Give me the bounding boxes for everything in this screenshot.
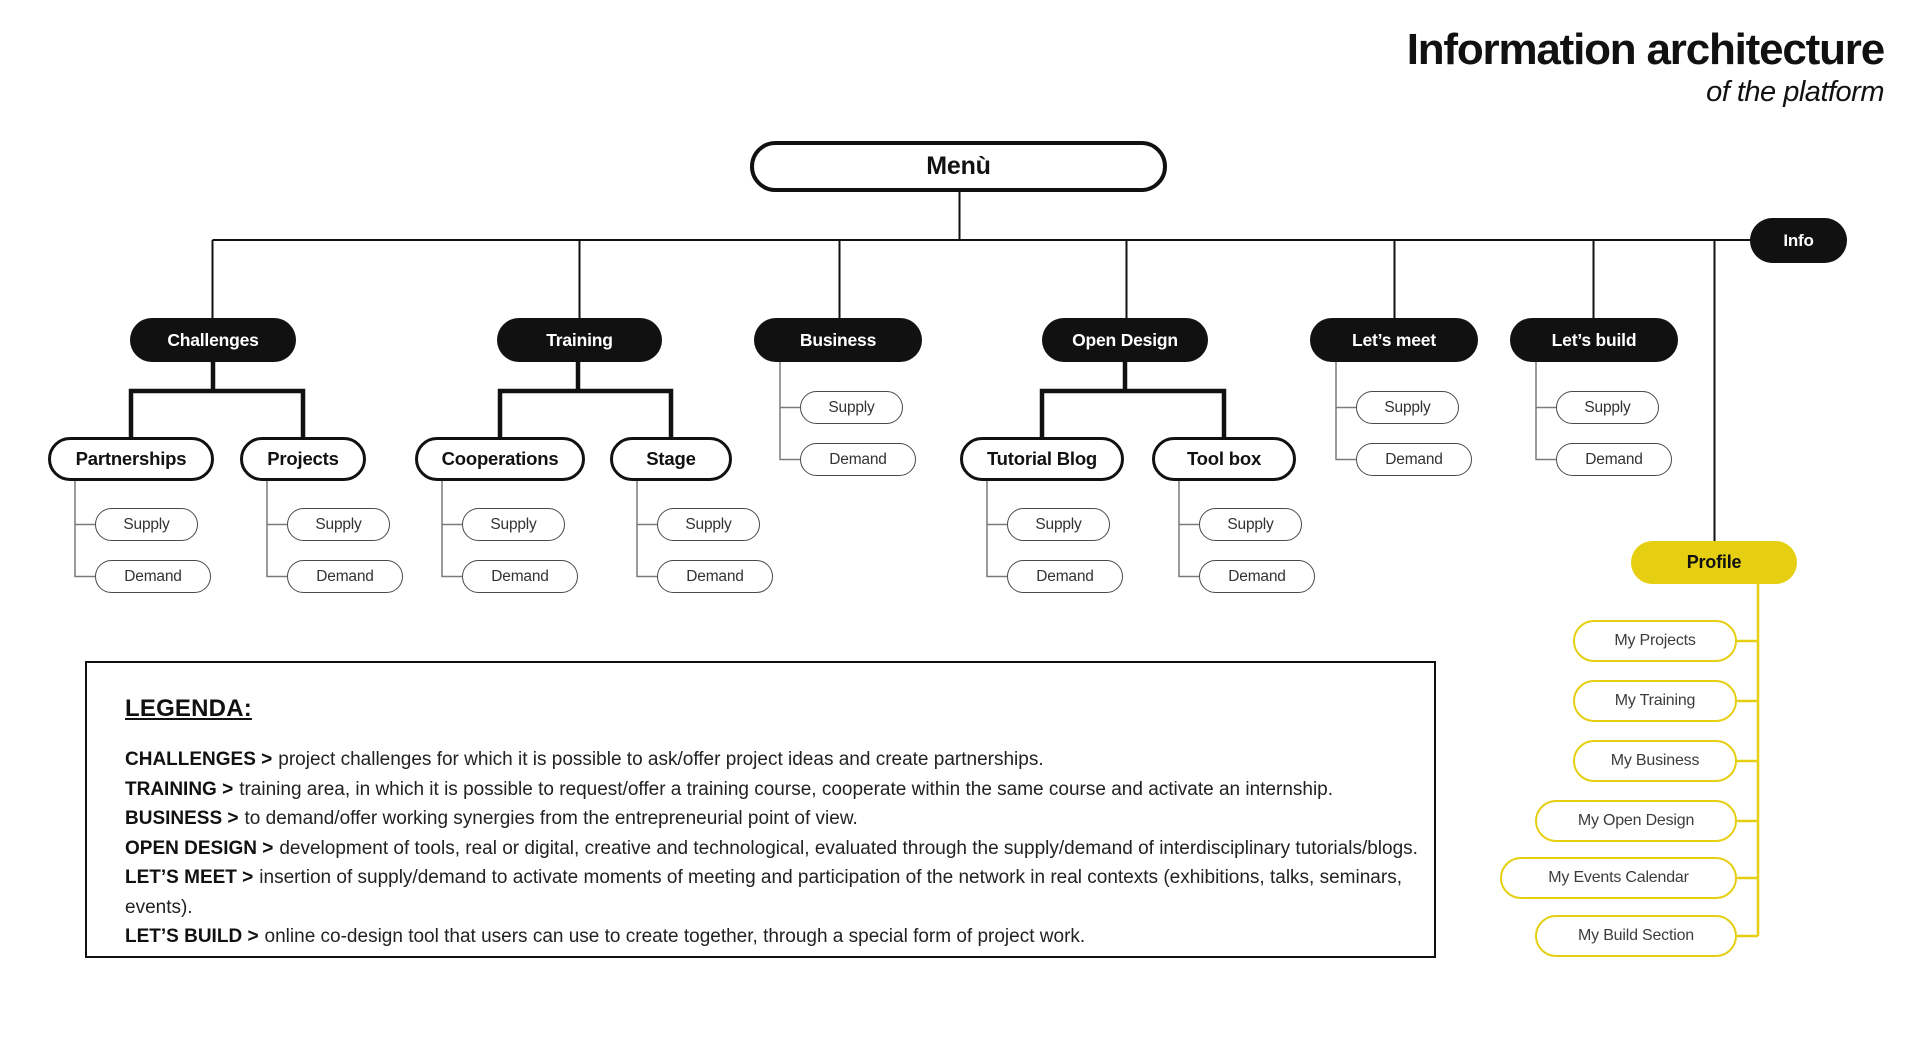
legend-text: online co-design tool that users can use… (264, 926, 1086, 947)
node-lets-meet: Let’s meet (1310, 318, 1478, 362)
node-supply: Supply (1007, 508, 1110, 541)
legend-text: to demand/offer working synergies from t… (244, 808, 858, 829)
legend-entry: CHALLENGES >project challenges for which… (125, 745, 1434, 775)
legend-text: development of tools, real or digital, c… (279, 837, 1418, 859)
node-supply: Supply (95, 508, 198, 541)
legend-term: LET’S MEET > (125, 867, 254, 888)
node-projects: Projects (240, 437, 366, 481)
node-supply: Supply (800, 391, 903, 424)
node-demand: Demand (1356, 443, 1472, 476)
node-supply: Supply (657, 508, 760, 541)
node-supply: Supply (462, 508, 565, 541)
page-title: Information architecture (1406, 25, 1885, 74)
node-demand: Demand (95, 560, 211, 593)
node-tutorial-blog: Tutorial Blog (960, 437, 1124, 481)
node-my-training: My Training (1573, 680, 1737, 722)
node-demand: Demand (800, 443, 916, 476)
legend-term: OPEN DESIGN > (125, 837, 274, 859)
node-my-business: My Business (1573, 740, 1737, 782)
node-demand: Demand (1556, 443, 1672, 476)
node-my-events-calendar: My Events Calendar (1500, 857, 1737, 899)
legend-entry: LET’S MEET >insertion of supply/demand t… (125, 863, 1434, 922)
node-my-build-section: My Build Section (1535, 915, 1737, 957)
node-my-open-design: My Open Design (1535, 800, 1737, 842)
legend-text: project challenges for which it is possi… (278, 749, 1044, 770)
legend-term: TRAINING > (125, 778, 234, 800)
legend-text: insertion of supply/demand to activate m… (125, 867, 1402, 918)
node-cooperations: Cooperations (415, 437, 585, 481)
legend-text: training area, in which it is possible t… (239, 778, 1334, 800)
node-demand: Demand (287, 560, 403, 593)
node-tool-box: Tool box (1152, 437, 1296, 481)
legend-entry: LET’S BUILD >online co-design tool that … (125, 922, 1434, 952)
legend-entry: BUSINESS >to demand/offer working synerg… (125, 804, 1434, 834)
node-partnerships: Partnerships (48, 437, 214, 481)
node-challenges: Challenges (130, 318, 296, 362)
node-open-design: Open Design (1042, 318, 1208, 362)
node-profile: Profile (1631, 541, 1797, 584)
legend-box: LEGENDA: CHALLENGES >project challenges … (85, 661, 1436, 958)
legend-entries: CHALLENGES >project challenges for which… (125, 745, 1434, 952)
legend-entry: OPEN DESIGN >development of tools, real … (125, 834, 1434, 864)
node-supply: Supply (287, 508, 390, 541)
node-info: Info (1750, 218, 1847, 263)
node-demand: Demand (657, 560, 773, 593)
node-demand: Demand (1007, 560, 1123, 593)
legend-term: BUSINESS > (125, 808, 239, 829)
node-supply: Supply (1356, 391, 1459, 424)
node-demand: Demand (462, 560, 578, 593)
node-training: Training (497, 318, 662, 362)
legend-term: LET’S BUILD > (125, 926, 259, 947)
page-subtitle: of the platform (1706, 76, 1884, 109)
legend-term: CHALLENGES > (125, 749, 273, 770)
node-business: Business (754, 318, 922, 362)
node-my-projects: My Projects (1573, 620, 1737, 662)
node-supply: Supply (1556, 391, 1659, 424)
node-demand: Demand (1199, 560, 1315, 593)
legend-entry: TRAINING >training area, in which it is … (125, 775, 1434, 805)
node-menu: Menù (750, 141, 1167, 192)
node-stage: Stage (610, 437, 732, 481)
legend-title: LEGENDA: (125, 695, 252, 722)
page-title-block: Information architecture of the platform (1406, 25, 1885, 109)
node-lets-build: Let’s build (1510, 318, 1678, 362)
node-supply: Supply (1199, 508, 1302, 541)
